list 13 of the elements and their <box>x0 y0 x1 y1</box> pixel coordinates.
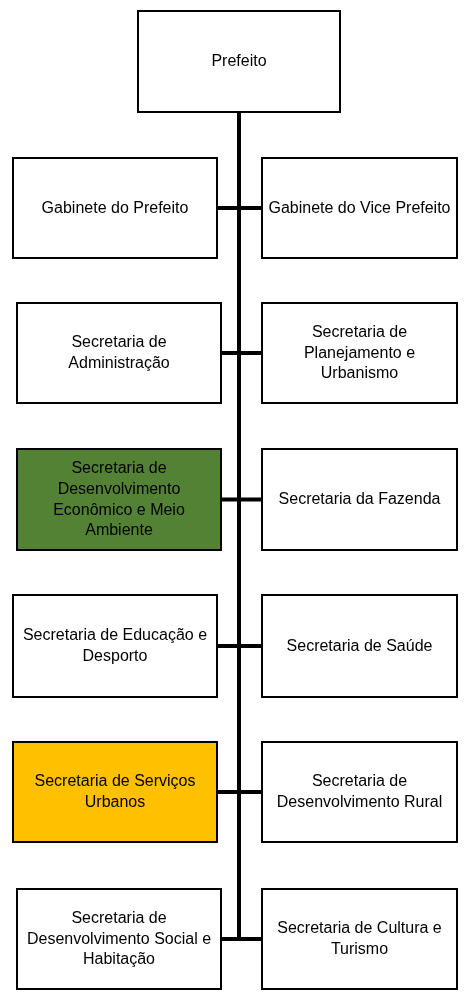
org-box: Secretaria de Saúde <box>261 594 458 698</box>
org-box: Secretaria de Administração <box>16 302 222 404</box>
org-box: Secretaria de Desenvolvimento Rural <box>261 741 458 843</box>
org-box: Secretaria de Cultura e Turismo <box>261 888 458 990</box>
org-box: Secretaria de Educação e Desporto <box>12 594 218 698</box>
org-box: Secretaria de Planejamento e Urbanismo <box>261 302 458 404</box>
org-box: Secretaria da Fazenda <box>261 448 458 551</box>
org-box: Gabinete do Vice Prefeito <box>261 157 458 259</box>
org-box: Gabinete do Prefeito <box>12 157 218 259</box>
org-box: Prefeito <box>137 10 341 113</box>
org-box: Secretaria de Desenvolvimento Social e Habitação <box>16 888 222 990</box>
org-box: Secretaria de Serviços Urbanos <box>12 741 218 843</box>
org-box: Secretaria de Desenvolvimento Econômico e Meio Ambiente <box>16 448 222 551</box>
